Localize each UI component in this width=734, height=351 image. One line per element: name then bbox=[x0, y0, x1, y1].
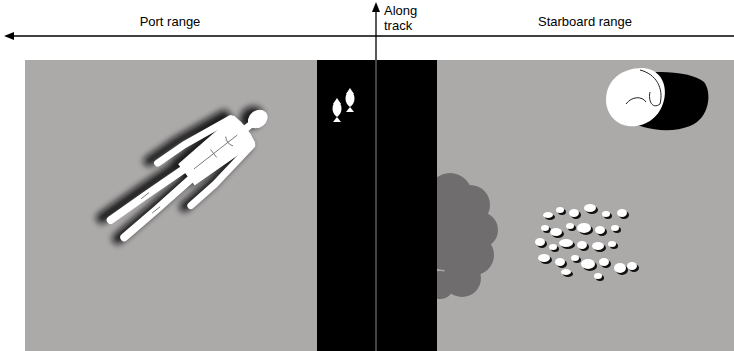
pebble bbox=[577, 241, 587, 249]
pebble bbox=[592, 242, 604, 250]
pebble bbox=[566, 223, 574, 229]
body-target bbox=[92, 86, 282, 254]
axis-label: Starboard range bbox=[510, 14, 660, 29]
axis-label: Along track bbox=[384, 3, 428, 33]
pebble bbox=[549, 244, 557, 250]
pebble bbox=[627, 262, 637, 270]
pebble bbox=[614, 263, 626, 273]
track-line bbox=[376, 60, 377, 351]
pebble bbox=[611, 225, 619, 231]
pebble bbox=[584, 204, 596, 212]
pebble bbox=[599, 258, 609, 266]
pebble bbox=[559, 239, 573, 247]
pebble bbox=[581, 259, 595, 269]
pebble bbox=[602, 211, 610, 217]
pebble bbox=[569, 209, 579, 217]
pebble bbox=[617, 209, 627, 217]
pebble bbox=[577, 223, 591, 233]
pebble bbox=[555, 258, 565, 266]
pebble bbox=[538, 254, 550, 262]
pebble bbox=[595, 226, 605, 234]
fish-symbols bbox=[333, 88, 355, 122]
pebble bbox=[608, 241, 616, 247]
pebble bbox=[571, 255, 579, 261]
seafloor-area bbox=[25, 60, 734, 351]
pebble bbox=[535, 238, 545, 246]
pebble bbox=[556, 207, 564, 213]
pebble bbox=[550, 228, 562, 236]
pebble bbox=[543, 212, 553, 218]
pebble bbox=[541, 225, 549, 231]
pebble bbox=[594, 273, 602, 279]
pebble bbox=[561, 269, 571, 275]
axes bbox=[4, 2, 734, 60]
sediment-cloud bbox=[437, 173, 498, 299]
boulder-target bbox=[606, 68, 708, 130]
axis-label: Port range bbox=[100, 14, 240, 29]
debris-field bbox=[535, 204, 639, 281]
water-column bbox=[317, 60, 437, 351]
